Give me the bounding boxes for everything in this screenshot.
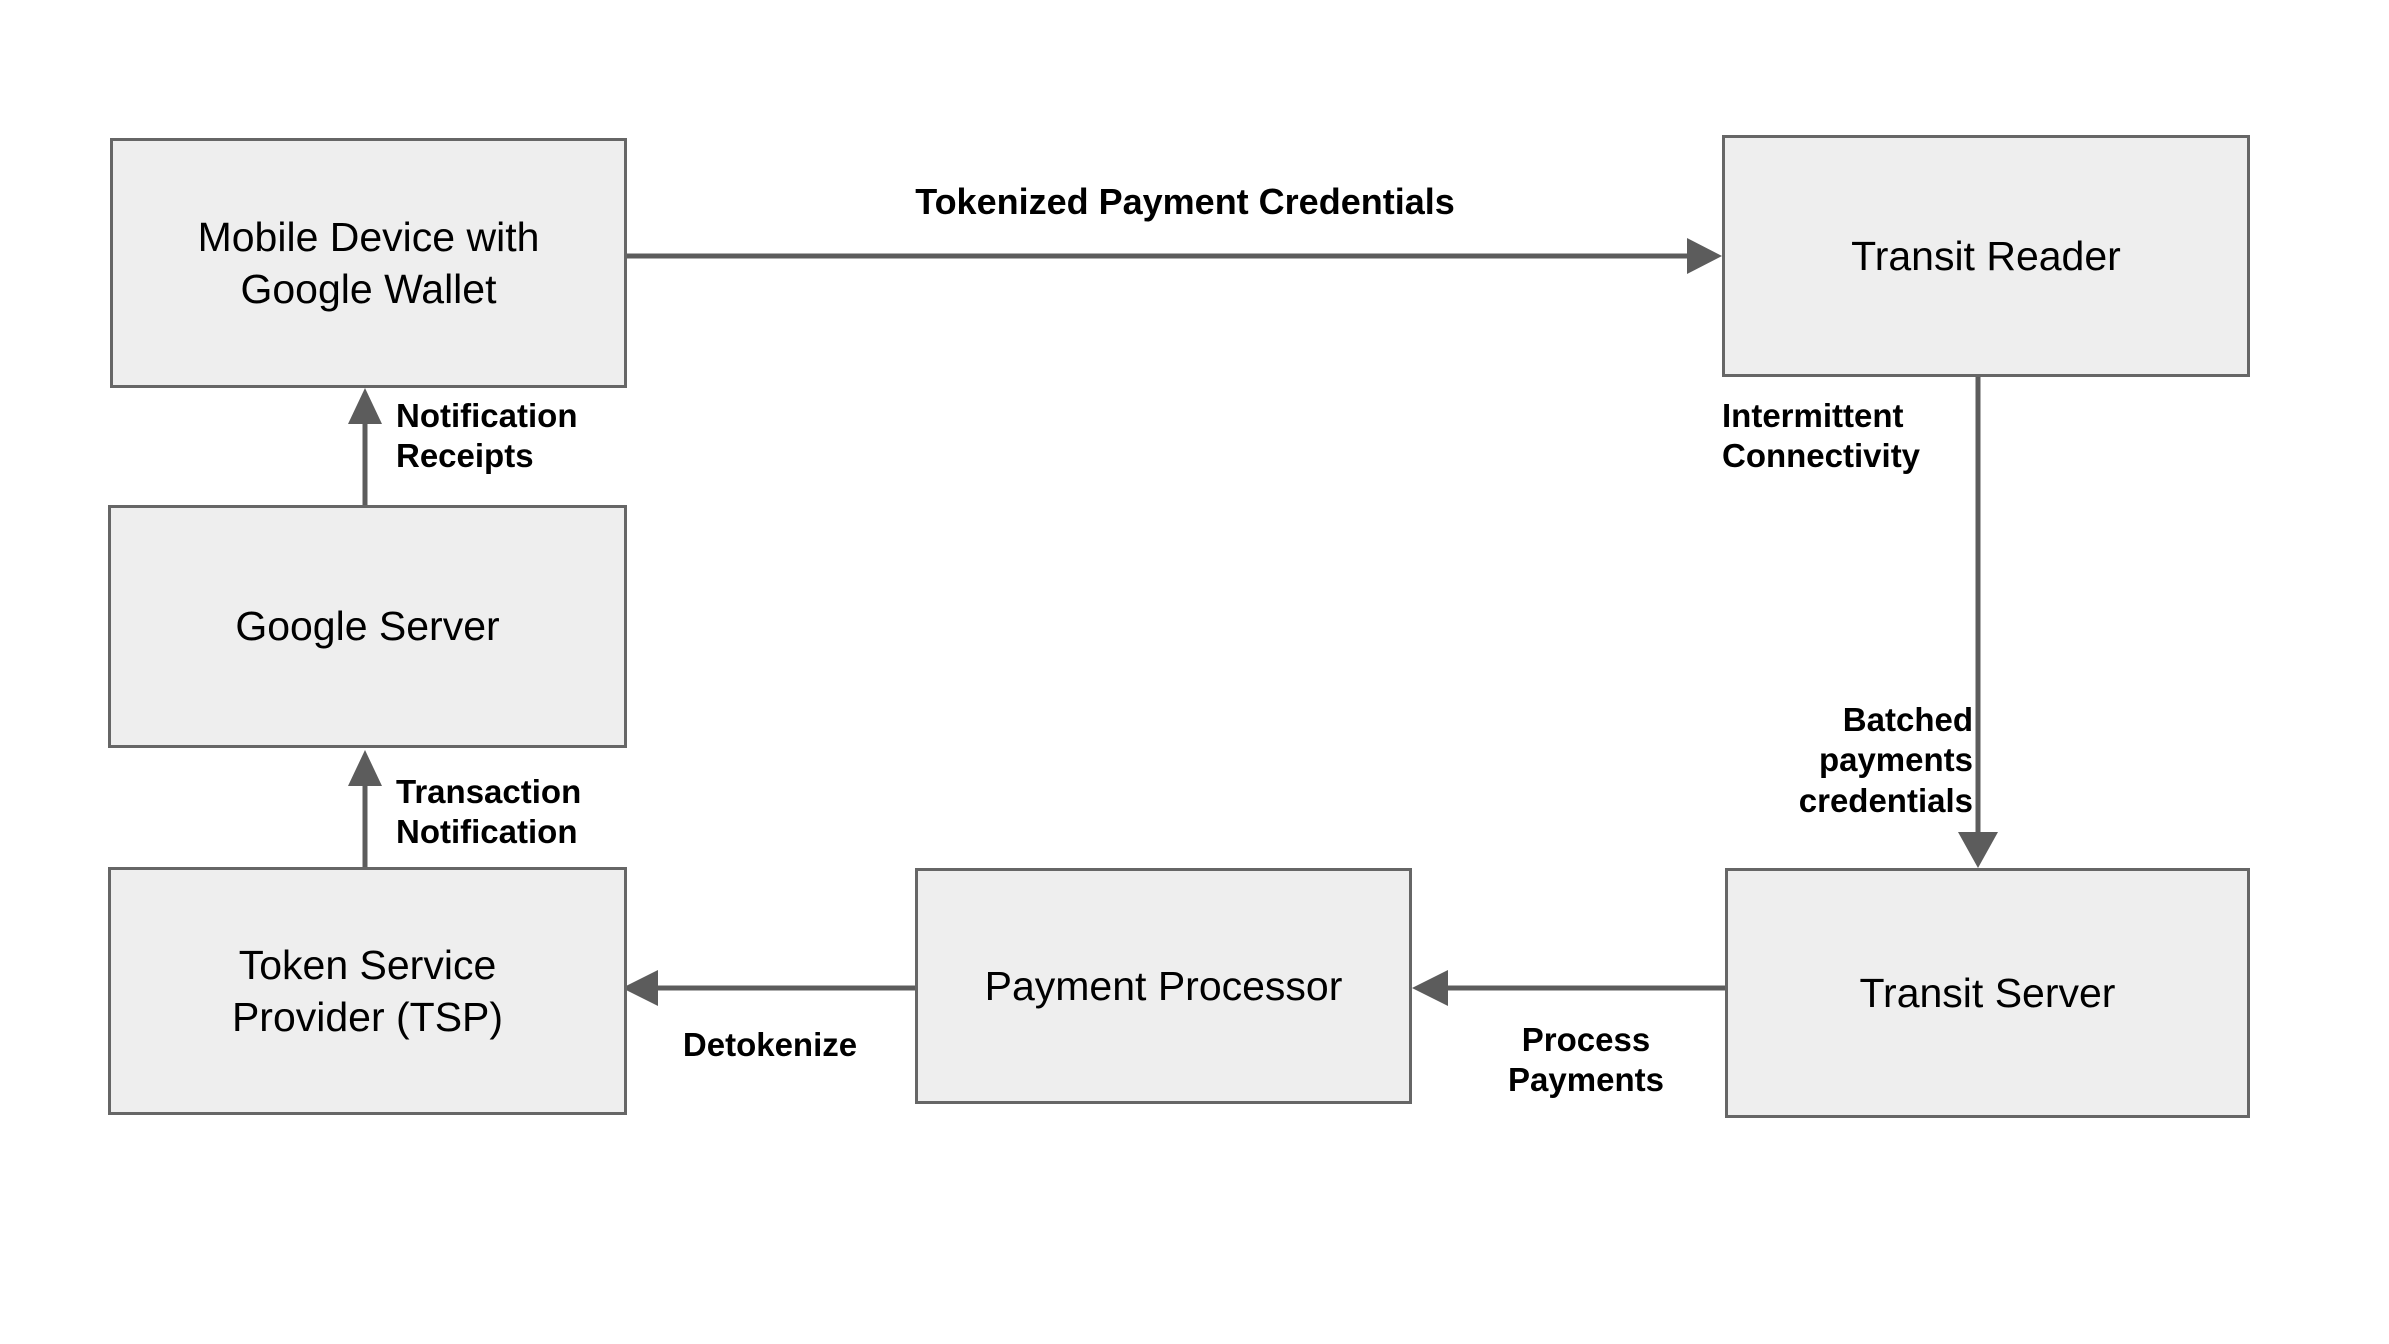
edge-label-batched-payments-credentials: Batched payments credentials	[1798, 701, 1973, 819]
edge-label-tokenized-payment-credentials: Tokenized Payment Credentials	[915, 181, 1455, 222]
edge-transit-server-to-processor	[1412, 970, 1725, 1006]
edge-mobile-to-reader	[627, 238, 1722, 274]
edge-label-process-payments: Process Payments	[1508, 1021, 1664, 1099]
edge-tsp-to-google-server	[348, 750, 382, 867]
edge-processor-to-tsp	[622, 970, 915, 1006]
edge-label-intermittent-connectivity: Intermittent Connectivity	[1722, 397, 1921, 475]
node-payment-processor[interactable]: Payment Processor	[915, 868, 1412, 1104]
edge-label-notification-receipts: Notification Receipts	[396, 397, 578, 475]
node-transit-reader[interactable]: Transit Reader	[1722, 135, 2250, 377]
edge-label-transaction-notification: Transaction Notification	[396, 773, 582, 851]
node-google-server[interactable]: Google Server	[108, 505, 627, 748]
edge-label-detokenize: Detokenize	[682, 1026, 858, 1063]
node-transit-server[interactable]: Transit Server	[1725, 868, 2250, 1118]
edge-google-server-to-mobile	[348, 388, 382, 505]
node-mobile-device[interactable]: Mobile Device with Google Wallet	[110, 138, 627, 388]
node-token-service-provider[interactable]: Token Service Provider (TSP)	[108, 867, 627, 1115]
